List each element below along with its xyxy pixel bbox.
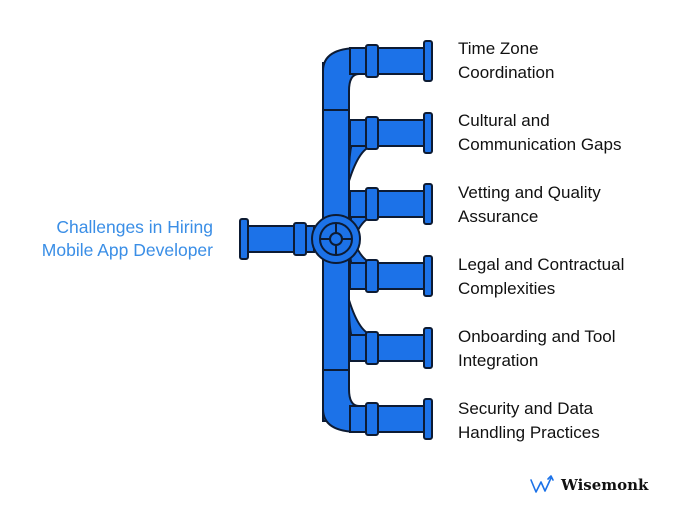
branch-pipe <box>349 119 427 147</box>
branch-label-line: Vetting and Quality <box>458 183 601 202</box>
end-flange <box>423 398 433 440</box>
wisemonk-logo-icon <box>530 475 554 493</box>
branch-label-line: Onboarding and Tool <box>458 327 616 346</box>
branch-pipe <box>349 405 427 433</box>
brand-name: Wisemonk <box>561 476 649 494</box>
branch-pipe <box>349 334 427 362</box>
branch-label-line: Communication Gaps <box>458 135 622 154</box>
branch-label-line: Cultural and <box>458 111 550 130</box>
branch-label-line: Complexities <box>458 279 556 298</box>
pipe-network <box>239 40 433 440</box>
end-flange <box>423 183 433 225</box>
branch-label-cultural: Cultural and Communication Gaps <box>458 109 688 157</box>
branch-label-line: Integration <box>458 351 539 370</box>
branch-label-onboarding: Onboarding and Tool Integration <box>458 325 688 373</box>
branch-label-line: Coordination <box>458 63 555 82</box>
pipe-coupling <box>365 331 379 365</box>
branch-label-time-zone: Time Zone Coordination <box>458 37 688 85</box>
pipe-coupling <box>365 259 379 293</box>
end-flange <box>423 112 433 154</box>
end-flange <box>423 40 433 82</box>
pipe-coupling <box>365 187 379 221</box>
branch-pipe <box>349 47 427 75</box>
branch-label-legal: Legal and Contractual Complexities <box>458 253 688 301</box>
brand: Wisemonk <box>529 473 648 497</box>
branch-label-security: Security and Data Handling Practices <box>458 397 688 445</box>
end-flange <box>423 327 433 369</box>
branch-label-vetting: Vetting and Quality Assurance <box>458 181 688 229</box>
pipe-coupling <box>365 44 379 78</box>
branch-label-line: Legal and Contractual <box>458 255 625 274</box>
source-label-line-2: Mobile App Developer <box>41 240 213 260</box>
branch-label-line: Handling Practices <box>458 423 600 442</box>
source-label-line-1: Challenges in Hiring <box>56 217 213 237</box>
branch-pipe <box>349 190 427 218</box>
branch-label-line: Assurance <box>458 207 539 226</box>
branch-label-line: Time Zone <box>458 39 539 58</box>
valve-hub <box>329 232 343 246</box>
pipe-coupling <box>365 116 379 150</box>
source-label: Challenges in Hiring Mobile App Develope… <box>0 216 213 262</box>
end-flange <box>423 255 433 297</box>
inlet-coupling <box>293 222 307 256</box>
branch-pipe <box>349 262 427 290</box>
pipe-coupling <box>365 402 379 436</box>
inlet-flange <box>239 218 249 260</box>
branch-label-line: Security and Data <box>458 399 594 418</box>
